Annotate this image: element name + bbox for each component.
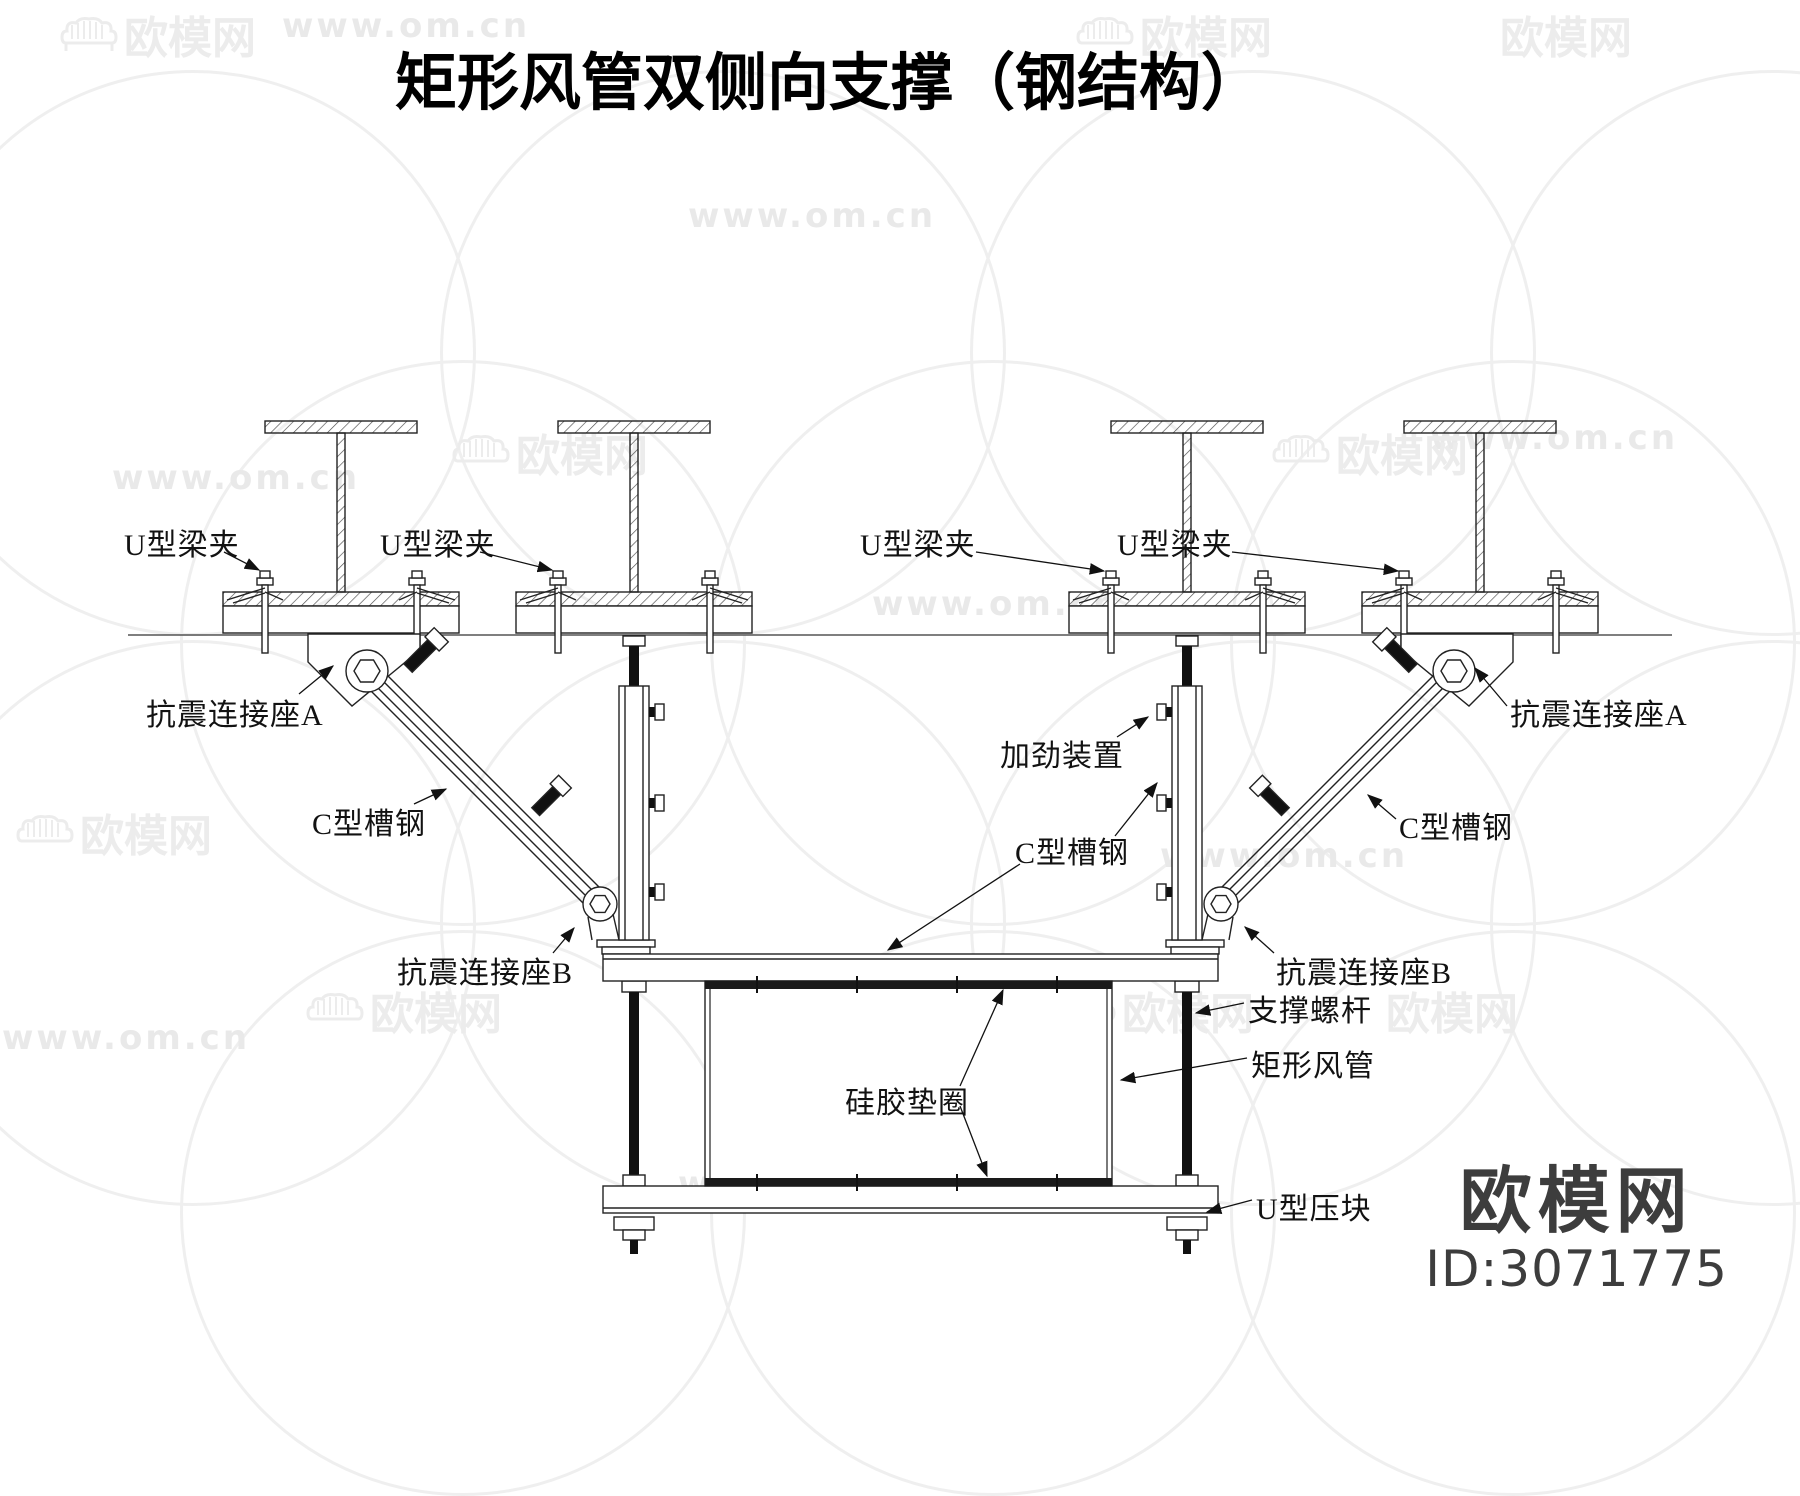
label-c-channel-right: C型槽钢	[1399, 812, 1514, 845]
sofa-icon	[1076, 17, 1134, 45]
label-seismic-seat-b-right: 抗震连接座B	[1276, 957, 1453, 990]
watermark-logo: 欧模网	[1386, 978, 1518, 1042]
watermark-logo: 欧模网	[452, 420, 648, 484]
label-rect-duct: 矩形风管	[1251, 1050, 1375, 1083]
watermark-logo: 欧模网	[1500, 2, 1632, 66]
brand-id: ID:3071775	[1425, 1240, 1728, 1298]
label-stiffener-device: 加劲装置	[1000, 740, 1124, 773]
label-c-channel-center: C型槽钢	[1015, 837, 1130, 870]
watermark-site-text: 欧模网	[1386, 989, 1518, 1040]
duct-group	[704, 976, 1113, 1191]
brand-site-name: 欧模网	[1459, 1159, 1694, 1244]
watermark-url: www.om.cn	[112, 458, 361, 498]
label-support-screw: 支撑螺杆	[1248, 995, 1372, 1028]
watermark-logo: 欧模网	[1272, 420, 1468, 484]
watermark-url: www.om.cn	[688, 196, 937, 236]
label-u-beam-clamp-1: U型梁夹	[124, 529, 240, 562]
watermark-site-text: 欧模网	[516, 431, 648, 482]
watermark-logo: 欧模网	[60, 2, 256, 66]
label-u-beam-clamp-3: U型梁夹	[860, 529, 976, 562]
watermark-logo: 欧模网	[306, 978, 502, 1042]
label-seismic-seat-b-left: 抗震连接座B	[397, 957, 574, 990]
sofa-icon	[16, 815, 74, 843]
leader-lines	[223, 551, 1508, 1214]
watermark-site-text: 欧模网	[80, 811, 212, 862]
watermark-logo: 欧模网	[1076, 2, 1272, 66]
label-c-channel-left: C型槽钢	[312, 808, 427, 841]
watermark-site-text: 欧模网	[124, 13, 256, 64]
bottom-gasket	[705, 1178, 1112, 1186]
watermark-site-text: 欧模网	[1140, 13, 1272, 64]
sofa-icon	[1272, 435, 1330, 463]
watermark-logo-layer: 欧模网 欧模网 欧模网 欧模网 欧模网 欧模网 欧模网 欧模网 欧模网	[16, 2, 1632, 1042]
technical-drawing	[128, 420, 1672, 1255]
watermark-url: www.om.cn	[282, 6, 531, 46]
label-seismic-seat-a-left: 抗震连接座A	[146, 699, 324, 732]
label-u-press-block: U型压块	[1256, 1193, 1372, 1226]
site-brand: 欧模网 ID:3071775	[1425, 1164, 1728, 1298]
support-channels	[602, 953, 1219, 1214]
sofa-icon	[306, 993, 364, 1021]
label-silicone-gasket: 硅胶垫圈	[845, 1087, 969, 1120]
label-seismic-seat-a-right: 抗震连接座A	[1510, 699, 1688, 732]
label-u-beam-clamp-2: U型梁夹	[380, 529, 496, 562]
sofa-icon	[452, 435, 510, 463]
top-gasket	[705, 981, 1112, 989]
label-u-beam-clamp-4: U型梁夹	[1117, 529, 1233, 562]
watermark-site-text: 欧模网	[1336, 431, 1468, 482]
drawing-title: 矩形风管双侧向支撑（钢结构）	[395, 49, 1264, 118]
watermark-url: www.om.cn	[2, 1018, 251, 1058]
watermark-logo: 欧模网	[16, 800, 212, 864]
rect-duct	[704, 980, 1113, 1187]
watermark-site-text: 欧模网	[1500, 13, 1632, 64]
watermark-site-text: 欧模网	[370, 989, 502, 1040]
sofa-icon	[60, 17, 118, 51]
left-hanger	[307, 626, 665, 1255]
